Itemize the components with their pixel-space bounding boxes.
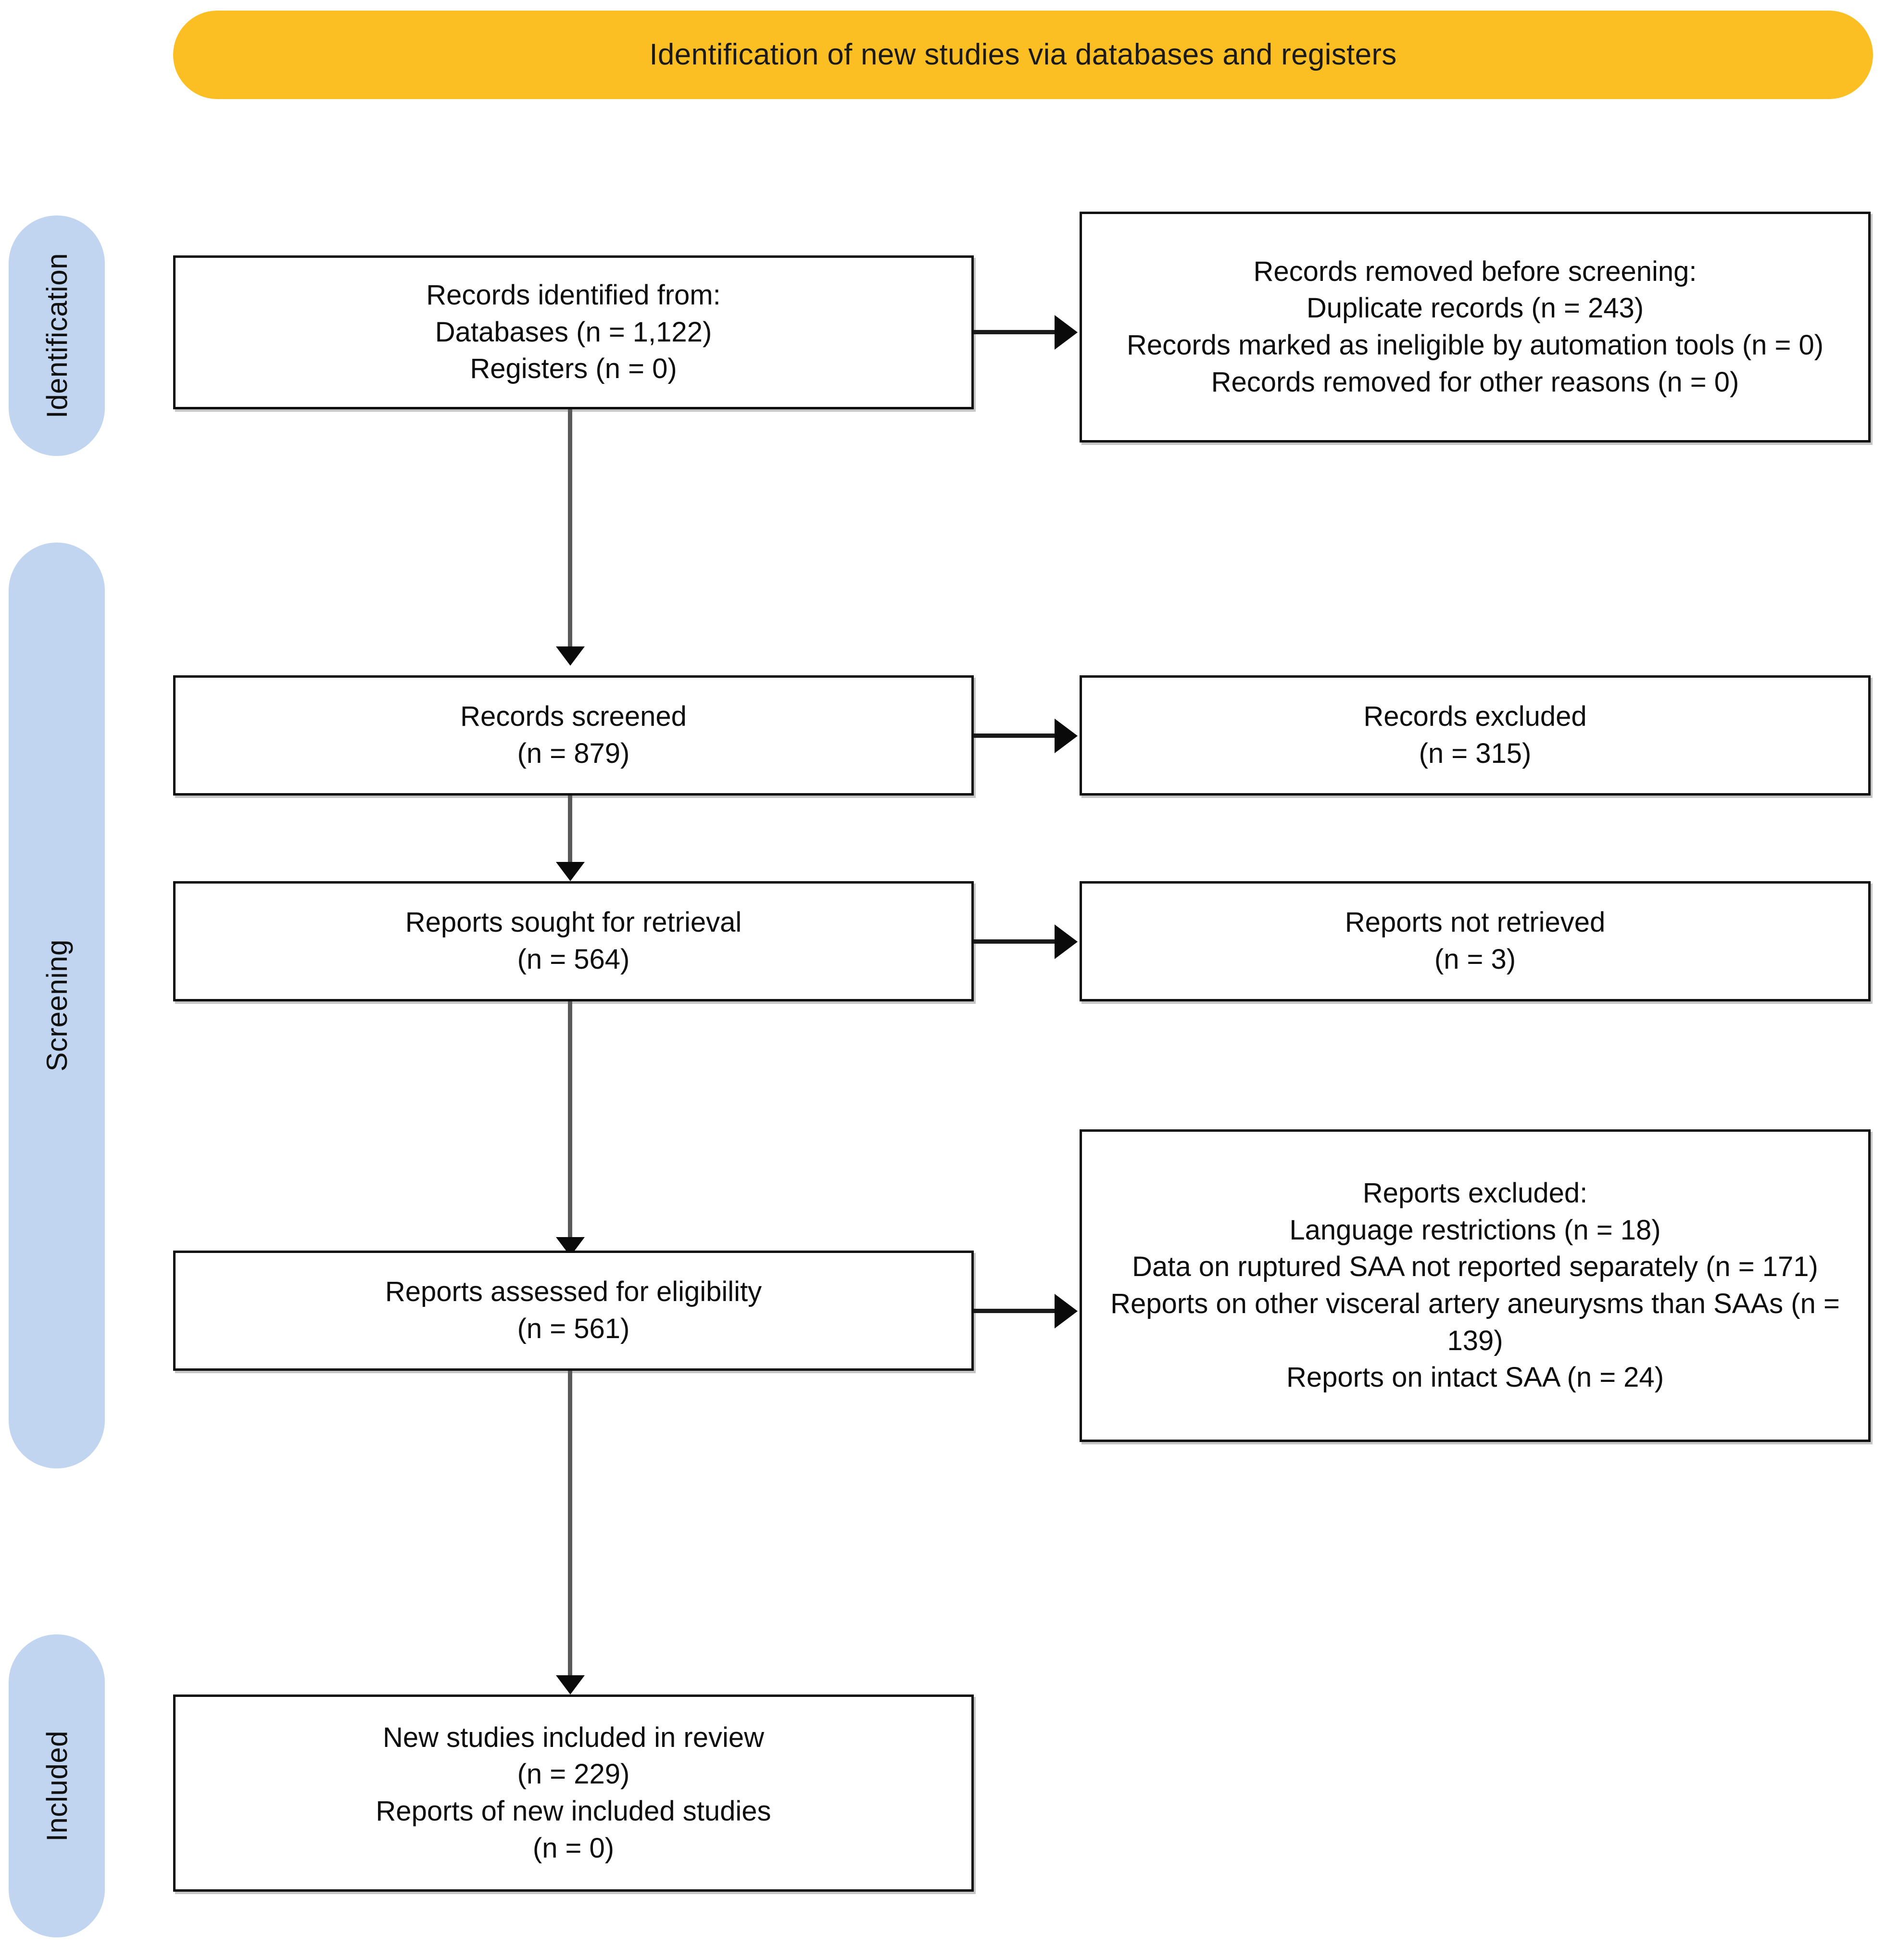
reports-excluded-line-1: Reports excluded:	[1362, 1177, 1588, 1209]
reports-assessed-line-2: (n = 561)	[517, 1313, 630, 1344]
records-screened-line-2: (n = 879)	[517, 738, 630, 769]
box-studies-included: New studies included in review (n = 229)…	[173, 1694, 974, 1892]
box-reports-not-retrieved-text: Reports not retrieved (n = 3)	[1082, 904, 1868, 978]
box-records-removed: Records removed before screening: Duplic…	[1080, 212, 1871, 443]
studies-included-line-4: (n = 0)	[532, 1832, 615, 1864]
box-records-identified-text: Records identified from: Databases (n = …	[176, 277, 971, 388]
arrow-identified-to-removed	[974, 330, 1056, 334]
reports-sought-line-2: (n = 564)	[517, 944, 630, 975]
arrow-sought-to-assessed	[568, 1001, 572, 1239]
reports-excluded-line-5: Reports on intact SAA (n = 24)	[1286, 1362, 1664, 1393]
arrow-assessed-to-included	[568, 1371, 572, 1677]
reports-excluded-line-3: Data on ruptured SAA not reported separa…	[1132, 1251, 1818, 1283]
reports-sought-line-1: Reports sought for retrieval	[405, 907, 742, 938]
box-records-screened-text: Records screened (n = 879)	[176, 698, 971, 772]
arrow-sought-to-not-retrieved	[974, 939, 1056, 944]
reports-excluded-line-4: Reports on other visceral artery aneurys…	[1110, 1288, 1848, 1356]
box-reports-excluded: Reports excluded: Language restrictions …	[1080, 1129, 1871, 1442]
diagram-title: Identification of new studies via databa…	[649, 38, 1397, 71]
records-removed-line-3: Records marked as ineligible by automati…	[1126, 329, 1824, 361]
reports-assessed-line-1: Reports assessed for eligibility	[385, 1276, 762, 1308]
stage-bar-screening: Screening	[9, 543, 105, 1468]
arrow-screened-to-sought	[568, 796, 572, 864]
arrow-screened-to-excluded	[974, 733, 1056, 738]
records-excluded-line-2: (n = 315)	[1419, 738, 1532, 769]
box-records-identified: Records identified from: Databases (n = …	[173, 255, 974, 409]
reports-excluded-line-2: Language restrictions (n = 18)	[1289, 1214, 1661, 1246]
stage-label-included: Included	[40, 1730, 73, 1842]
box-reports-assessed: Reports assessed for eligibility (n = 56…	[173, 1251, 974, 1371]
records-identified-line-3: Registers (n = 0)	[470, 353, 677, 385]
stage-label-screening: Screening	[40, 939, 73, 1072]
arrow-identified-to-screened	[568, 409, 572, 648]
box-reports-sought: Reports sought for retrieval (n = 564)	[173, 881, 974, 1001]
box-records-excluded-text: Records excluded (n = 315)	[1082, 698, 1868, 772]
arrow-assessed-to-reports-excluded	[974, 1309, 1056, 1313]
records-screened-line-1: Records screened	[460, 701, 687, 733]
box-reports-sought-text: Reports sought for retrieval (n = 564)	[176, 904, 971, 978]
records-removed-line-1: Records removed before screening:	[1253, 255, 1697, 287]
box-reports-assessed-text: Reports assessed for eligibility (n = 56…	[176, 1274, 971, 1347]
records-excluded-line-1: Records excluded	[1363, 701, 1587, 733]
box-records-excluded: Records excluded (n = 315)	[1080, 675, 1871, 796]
stage-bar-identification: Identification	[9, 215, 105, 456]
box-reports-excluded-text: Reports excluded: Language restrictions …	[1082, 1175, 1868, 1396]
records-removed-line-4: Records removed for other reasons (n = 0…	[1211, 366, 1739, 398]
box-studies-included-text: New studies included in review (n = 229)…	[176, 1720, 971, 1867]
stage-bar-included: Included	[9, 1634, 105, 1937]
studies-included-line-2: (n = 229)	[517, 1758, 630, 1790]
reports-not-retrieved-line-1: Reports not retrieved	[1345, 907, 1606, 938]
records-identified-line-1: Records identified from:	[426, 279, 721, 311]
records-identified-line-2: Databases (n = 1,122)	[435, 316, 712, 348]
stage-label-identification: Identification	[40, 253, 73, 418]
reports-not-retrieved-line-2: (n = 3)	[1434, 944, 1516, 975]
records-removed-line-2: Duplicate records (n = 243)	[1306, 292, 1644, 324]
studies-included-line-1: New studies included in review	[382, 1721, 765, 1753]
box-records-screened: Records screened (n = 879)	[173, 675, 974, 796]
studies-included-line-3: Reports of new included studies	[376, 1796, 771, 1827]
box-records-removed-text: Records removed before screening: Duplic…	[1082, 253, 1868, 401]
diagram-header-banner: Identification of new studies via databa…	[173, 11, 1873, 99]
box-reports-not-retrieved: Reports not retrieved (n = 3)	[1080, 881, 1871, 1001]
